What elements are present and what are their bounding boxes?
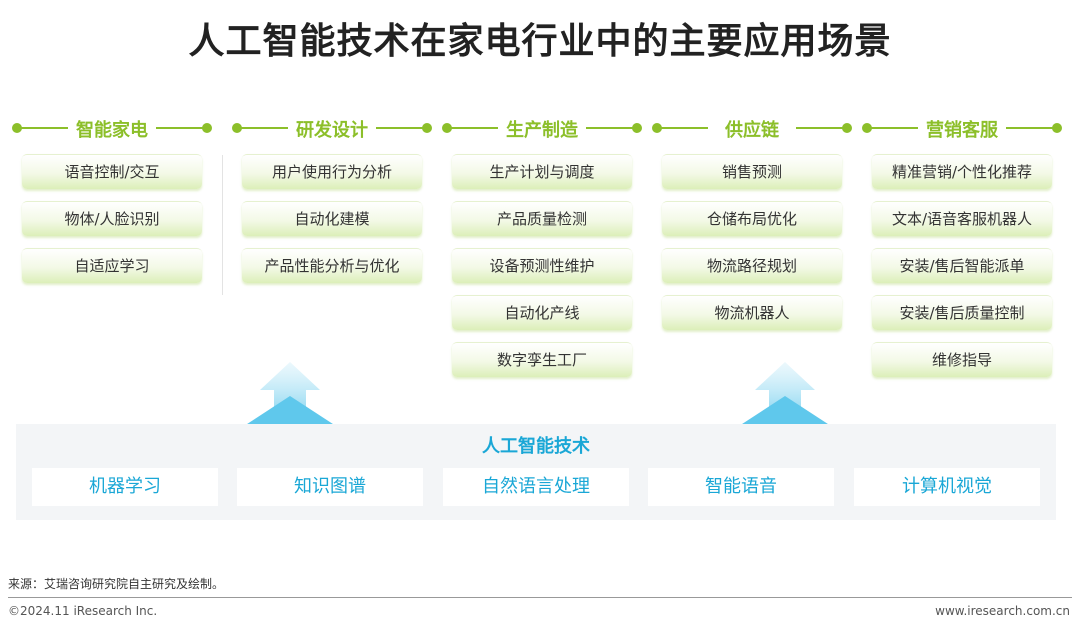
- technology-item: 机器学习: [32, 468, 218, 506]
- column-marketing-service: 营销客服 精准营销/个性化推荐 文本/语音客服机器人 安装/售后智能派单 安装/…: [862, 112, 1062, 377]
- column-heading: 生产制造: [442, 112, 642, 142]
- scenario-item: 设备预测性维护: [452, 248, 632, 283]
- heading-dot-right: [842, 123, 852, 133]
- scenario-item: 用户使用行为分析: [242, 154, 422, 189]
- heading-line-right: [586, 127, 634, 129]
- up-arrow-icon: [244, 362, 336, 430]
- column-divider: [222, 155, 223, 295]
- heading-dot-left: [12, 123, 22, 133]
- heading-dot-right: [202, 123, 212, 133]
- heading-line-right: [156, 127, 204, 129]
- column-manufacturing: 生产制造 生产计划与调度 产品质量检测 设备预测性维护 自动化产线 数字孪生工厂: [442, 112, 642, 377]
- website-link[interactable]: www.iresearch.com.cn: [935, 604, 1070, 618]
- heading-dot-left: [862, 123, 872, 133]
- heading-text: 研发设计: [296, 120, 368, 141]
- source-note: 来源：艾瑞咨询研究院自主研究及绘制。: [8, 577, 225, 591]
- technology-item: 智能语音: [648, 468, 834, 506]
- column-smart-appliance: 智能家电 语音控制/交互 物体/人脸识别 自适应学习: [12, 112, 212, 283]
- scenario-item: 安装/售后智能派单: [872, 248, 1052, 283]
- scenario-item: 物流机器人: [662, 295, 842, 330]
- scenario-item: 物体/人脸识别: [22, 201, 202, 236]
- heading-text: 供应链: [725, 120, 779, 141]
- heading-dot-right: [1052, 123, 1062, 133]
- heading-line-left: [660, 127, 708, 129]
- scenario-item: 数字孪生工厂: [452, 342, 632, 377]
- scenario-item: 产品性能分析与优化: [242, 248, 422, 283]
- scenario-item: 自动化建模: [242, 201, 422, 236]
- heading-line-left: [240, 127, 288, 129]
- heading-line-left: [870, 127, 918, 129]
- technology-item: 计算机视觉: [854, 468, 1040, 506]
- scenario-item: 自适应学习: [22, 248, 202, 283]
- heading-line-right: [796, 127, 844, 129]
- scenario-item: 产品质量检测: [452, 201, 632, 236]
- heading-dot-right: [632, 123, 642, 133]
- heading-dot-left: [652, 123, 662, 133]
- column-rd-design: 研发设计 用户使用行为分析 自动化建模 产品性能分析与优化: [232, 112, 432, 283]
- column-supply-chain: 供应链 销售预测 仓储布局优化 物流路径规划 物流机器人: [652, 112, 852, 330]
- scenario-item: 销售预测: [662, 154, 842, 189]
- up-arrow-icon: [739, 362, 831, 430]
- ai-technology-panel: 人工智能技术 机器学习 知识图谱 自然语言处理 智能语音 计算机视觉: [16, 424, 1056, 520]
- scenario-item: 语音控制/交互: [22, 154, 202, 189]
- heading-line-right: [376, 127, 424, 129]
- technology-title: 人工智能技术: [482, 436, 590, 457]
- scenario-item: 物流路径规划: [662, 248, 842, 283]
- technology-item: 知识图谱: [237, 468, 423, 506]
- page-title: 人工智能技术在家电行业中的主要应用场景: [188, 21, 892, 62]
- column-heading: 研发设计: [232, 112, 432, 142]
- scenario-item: 维修指导: [872, 342, 1052, 377]
- heading-dot-left: [442, 123, 452, 133]
- heading-dot-right: [422, 123, 432, 133]
- column-heading: 供应链: [652, 112, 852, 142]
- heading-dot-left: [232, 123, 242, 133]
- technology-item: 自然语言处理: [443, 468, 629, 506]
- copyright: ©2024.11 iResearch Inc.: [8, 604, 158, 618]
- footer-divider: [8, 597, 1072, 598]
- heading-text: 智能家电: [76, 120, 148, 141]
- scenario-item: 自动化产线: [452, 295, 632, 330]
- scenario-item: 文本/语音客服机器人: [872, 201, 1052, 236]
- scenario-item: 仓储布局优化: [662, 201, 842, 236]
- scenario-item: 精准营销/个性化推荐: [872, 154, 1052, 189]
- column-heading: 营销客服: [862, 112, 1062, 142]
- heading-text: 营销客服: [926, 120, 998, 141]
- heading-text: 生产制造: [506, 120, 578, 141]
- column-heading: 智能家电: [12, 112, 212, 142]
- heading-line-left: [20, 127, 68, 129]
- scenario-item: 生产计划与调度: [452, 154, 632, 189]
- heading-line-right: [1006, 127, 1054, 129]
- scenario-item: 安装/售后质量控制: [872, 295, 1052, 330]
- heading-line-left: [450, 127, 498, 129]
